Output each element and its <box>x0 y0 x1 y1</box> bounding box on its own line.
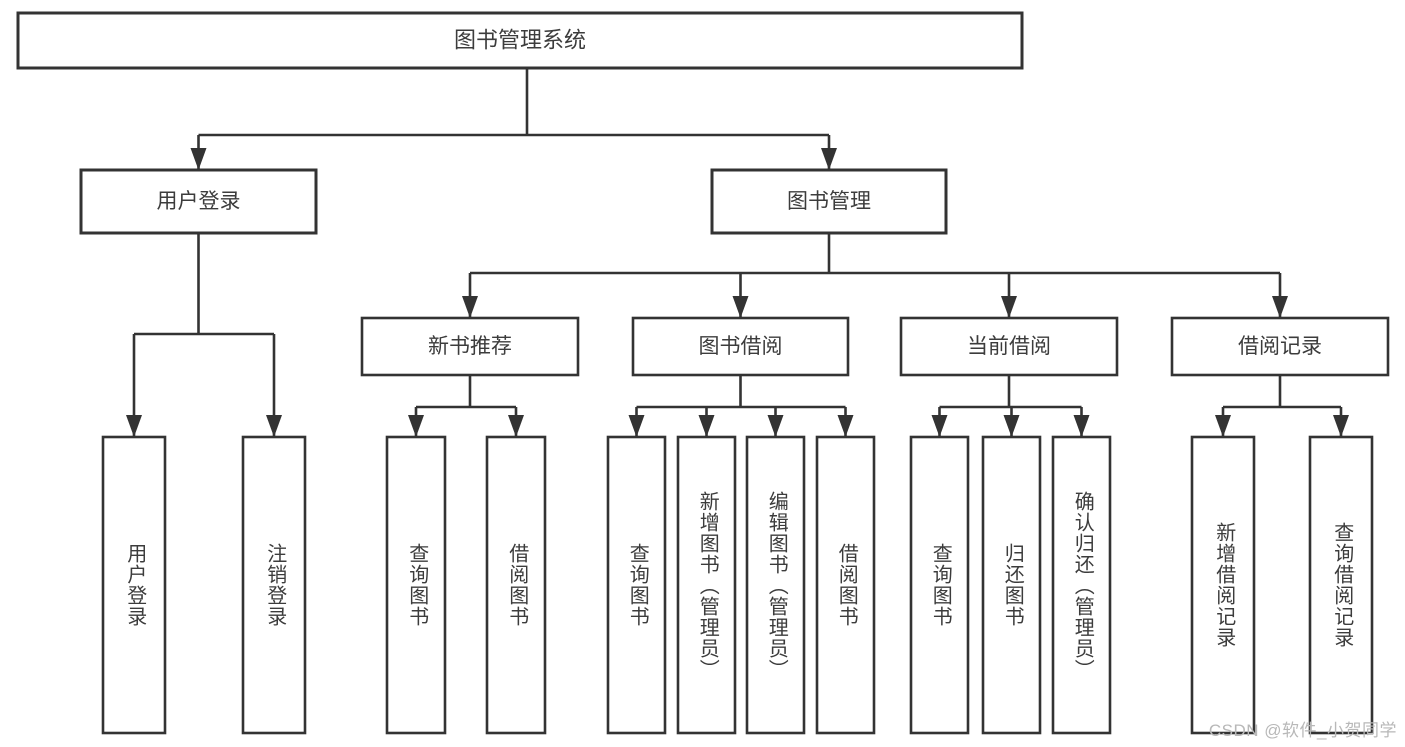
leaf-leaf-query-book-1[interactable] <box>385 435 447 735</box>
node-book-manage[interactable]: 图书管理 <box>710 168 948 235</box>
leaf-leaf-add-record[interactable] <box>1190 435 1256 735</box>
leaf-leaf-user-login-rect <box>101 435 167 735</box>
leaf-leaf-logout[interactable] <box>241 435 307 735</box>
leaf-leaf-add-book-rect <box>676 435 737 735</box>
leaf-leaf-return-book[interactable] <box>981 435 1042 735</box>
leaf-leaf-borrow-book-2[interactable] <box>815 435 876 735</box>
node-user-login-rect <box>79 168 318 235</box>
node-borrow-record-rect <box>1170 316 1390 377</box>
leaf-leaf-logout-rect <box>241 435 307 735</box>
node-book-manage-rect <box>710 168 948 235</box>
leaf-leaf-add-record-rect <box>1190 435 1256 735</box>
leaf-leaf-query-book-3[interactable] <box>909 435 970 735</box>
node-current-borrow-label: 当前借阅 <box>967 335 1051 358</box>
leaf-leaf-query-book-1-rect <box>385 435 447 735</box>
leaf-leaf-query-book-2[interactable] <box>606 435 667 735</box>
node-book-borrow[interactable]: 图书借阅 <box>631 316 850 377</box>
leaf-leaf-add-book[interactable] <box>676 435 737 735</box>
leaf-leaf-edit-book[interactable] <box>745 435 806 735</box>
node-user-login[interactable]: 用户登录 <box>79 168 318 235</box>
node-new-book-recommend-label: 新书推荐 <box>428 335 512 358</box>
leaf-leaf-user-login[interactable] <box>101 435 167 735</box>
node-current-borrow[interactable]: 当前借阅 <box>899 316 1119 377</box>
node-root-label: 图书管理系统 <box>454 27 586 52</box>
leaf-leaf-edit-book-rect <box>745 435 806 735</box>
node-root-rect <box>16 11 1024 70</box>
leaf-leaf-query-book-3-rect <box>909 435 970 735</box>
leaf-leaf-confirm-return-rect <box>1051 435 1112 735</box>
leaf-leaf-confirm-return[interactable] <box>1051 435 1112 735</box>
leaf-leaf-borrow-book-1-rect <box>485 435 547 735</box>
leaf-leaf-query-record[interactable] <box>1308 435 1374 735</box>
leaf-leaf-return-book-rect <box>981 435 1042 735</box>
node-user-login-label: 用户登录 <box>157 190 241 213</box>
node-book-borrow-label: 图书借阅 <box>699 335 783 358</box>
leaf-leaf-borrow-book-1[interactable] <box>485 435 547 735</box>
leaf-leaf-borrow-book-2-rect <box>815 435 876 735</box>
node-book-manage-label: 图书管理 <box>787 190 871 213</box>
leaf-leaf-query-record-rect <box>1308 435 1374 735</box>
node-borrow-record[interactable]: 借阅记录 <box>1170 316 1390 377</box>
leaf-leaf-query-book-2-rect <box>606 435 667 735</box>
node-root[interactable]: 图书管理系统 <box>16 11 1024 70</box>
node-new-book-recommend[interactable]: 新书推荐 <box>360 316 580 377</box>
node-borrow-record-label: 借阅记录 <box>1238 335 1322 358</box>
watermark-text: CSDN @软件_小贺同学 <box>1208 721 1397 740</box>
